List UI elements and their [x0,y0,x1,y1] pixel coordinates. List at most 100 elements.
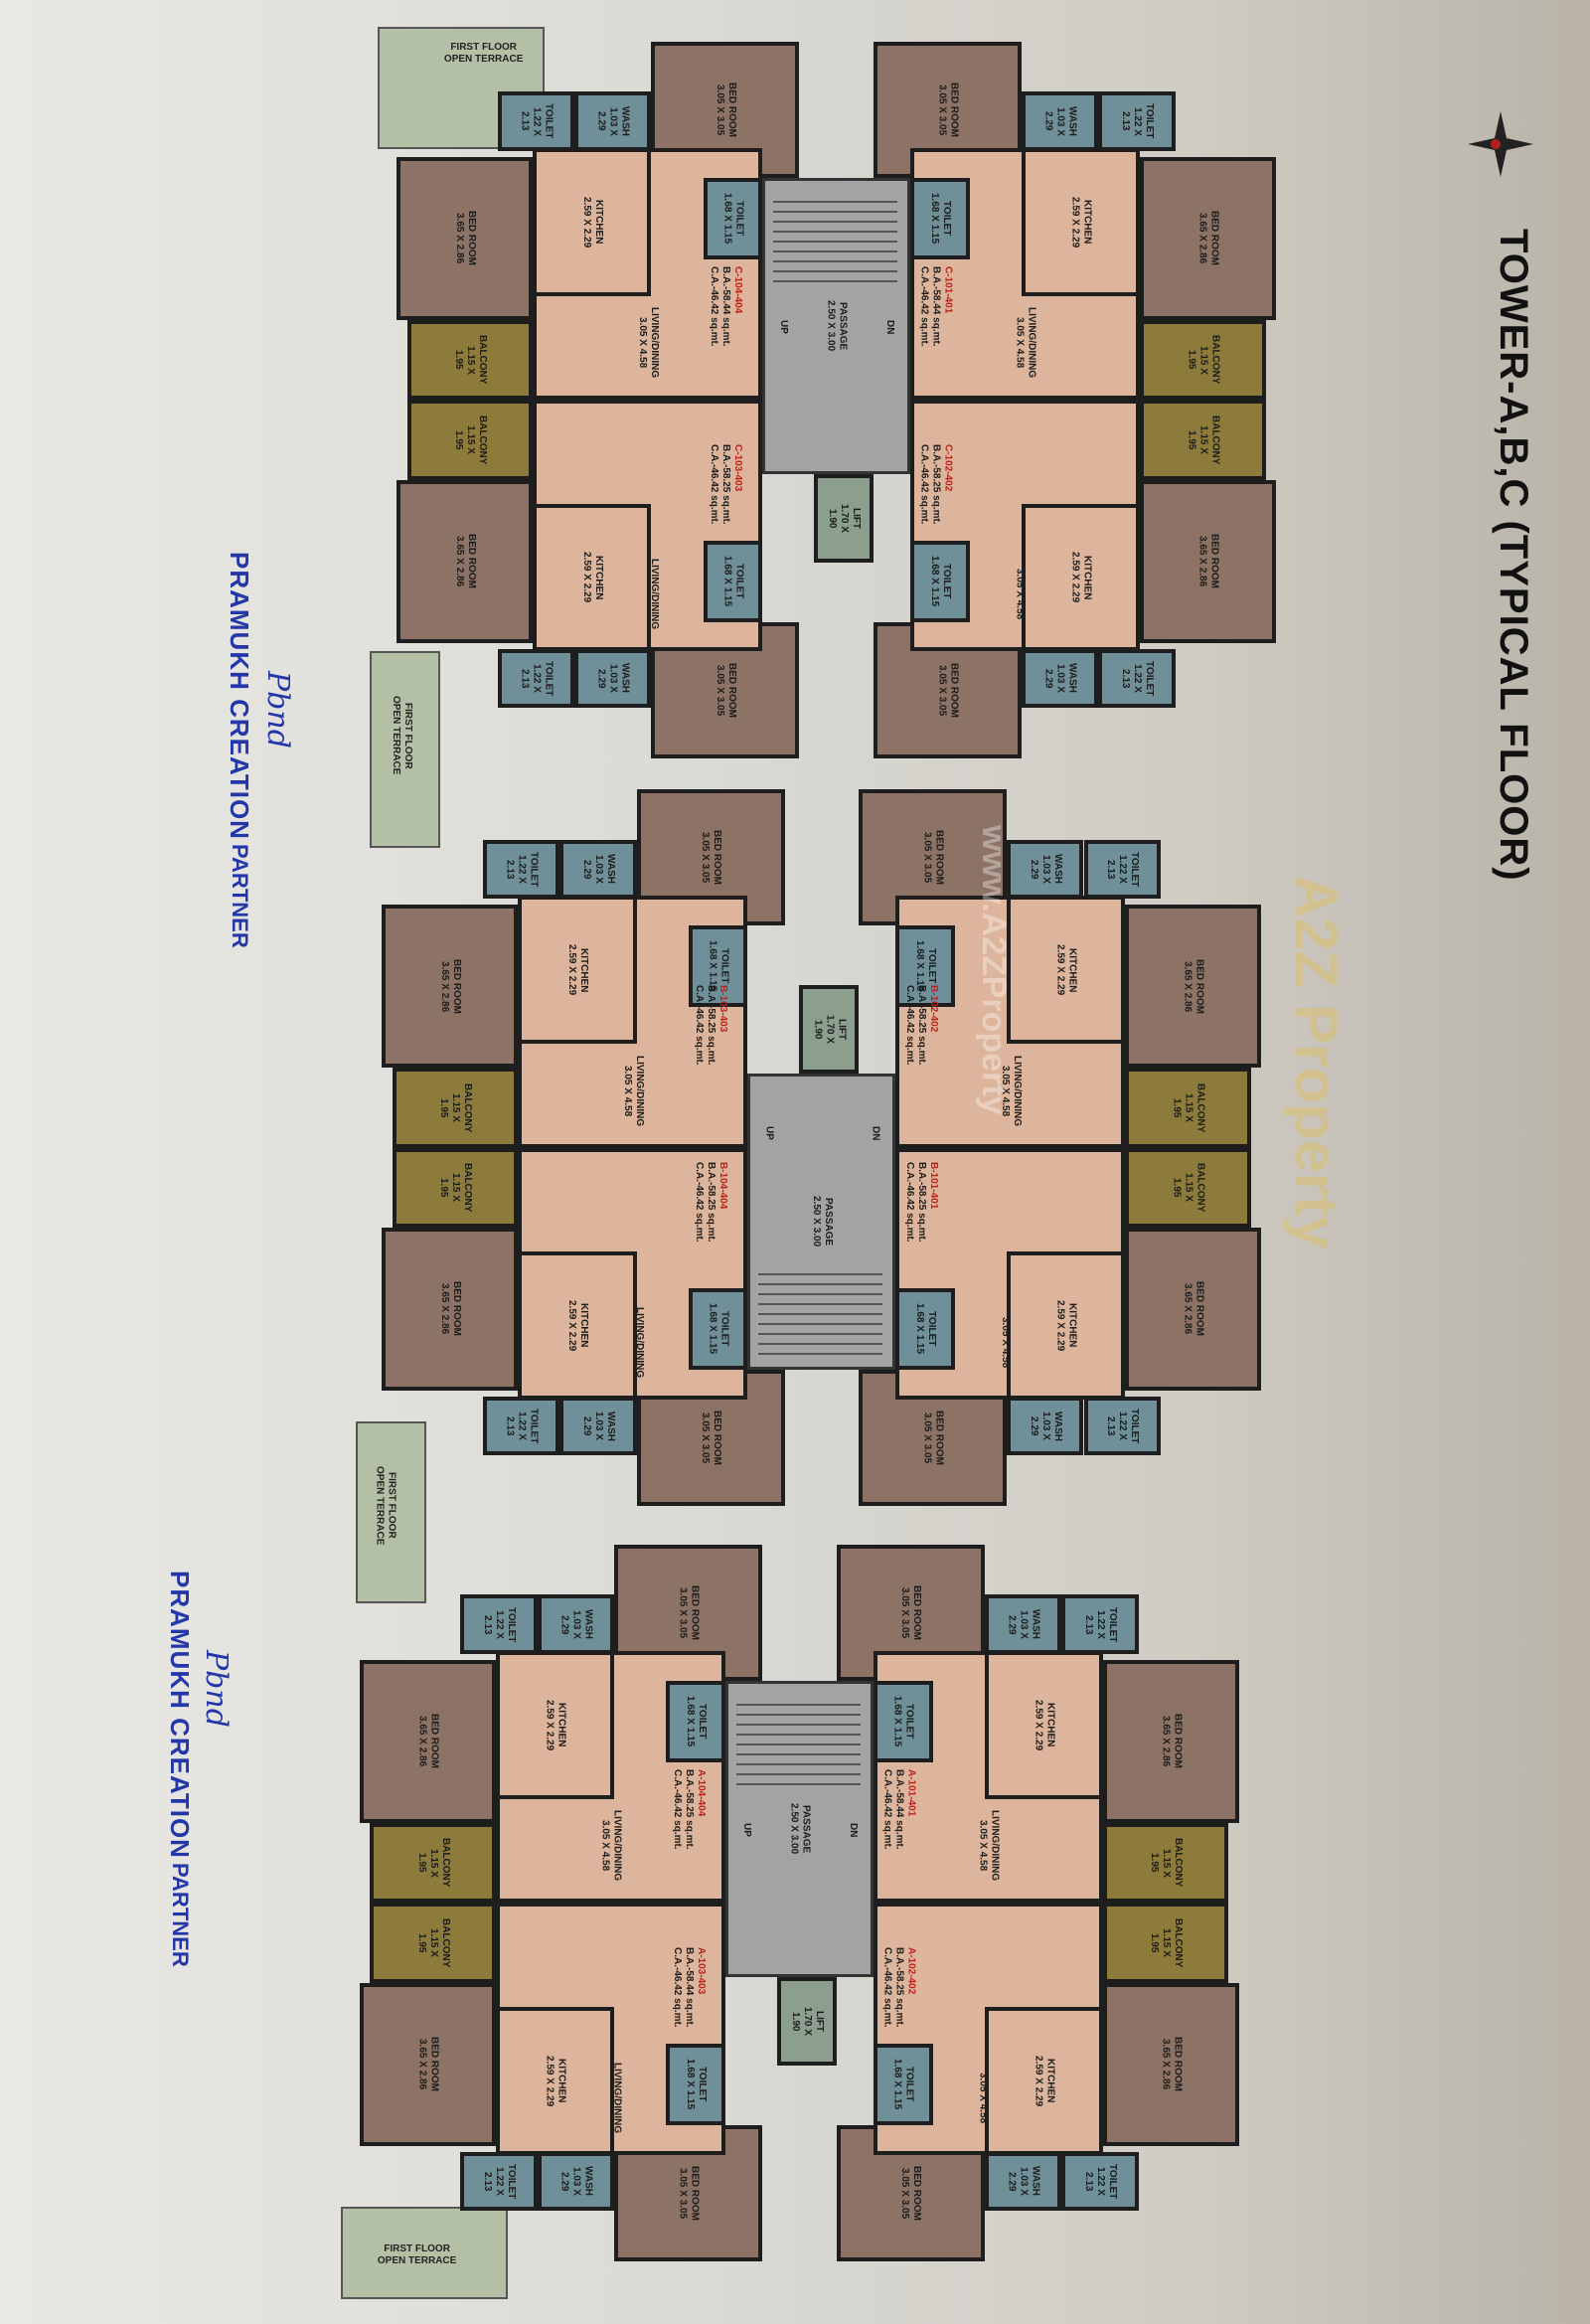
unit-id: B-101-401 [927,1162,939,1210]
room-toilet-in: TOILET 1.68 X 1.15 [666,2043,725,2125]
room-label: KITCHEN 2.59 X 2.29 [1033,2055,1056,2106]
stair-down-label: DN [870,1126,881,1141]
built-area: B.A.-58.44 sq.mt. [893,1769,905,1850]
room-balcony: BALCONY 1.15 X 1.95 [1140,319,1266,401]
room-label: TOILET 1.22 X 2.13 [482,1606,518,1642]
room-label: BED ROOM 3.05 X 3.05 [921,830,945,886]
open-terrace [370,651,441,849]
room-wash: WASH 1.03 X 2.29 [574,648,652,709]
lift: LIFT 1.70 X 1.90 [814,473,874,564]
room-kitchen: KITCHEN 2.59 X 2.29 [518,896,637,1045]
room-label: TOILET 1.68 X 1.15 [721,556,745,607]
stair-step [735,1743,862,1745]
room-toilet-out: TOILET 1.22 X 2.13 [482,839,560,900]
room-label: KITCHEN 2.59 X 2.29 [1054,944,1078,996]
terrace-label: FIRST FLOOR OPEN TERRACE [390,696,413,775]
room-label: LIVING/DINING 3.05 X 4.58 [999,1055,1023,1126]
room-kitchen: KITCHEN 2.59 X 2.29 [533,147,652,296]
stair-step [773,220,898,223]
room-label: KITCHEN 2.59 X 2.29 [580,552,604,603]
room-label: BED ROOM 3.65 X 2.86 [1160,1714,1184,1769]
room-label: BED ROOM 3.65 X 2.86 [1182,958,1205,1014]
room-toilet-out: TOILET 1.22 X 2.13 [497,91,574,151]
room-label: BED ROOM 3.05 X 3.05 [936,662,960,718]
room-toilet-out: TOILET 1.22 X 2.13 [1083,1396,1161,1456]
unit-id: A-104-404 [695,1769,707,1817]
room-toilet-in: TOILET 1.68 X 1.15 [703,177,763,259]
room-toilet-in: TOILET 1.68 X 1.15 [873,1680,933,1762]
room-label: LIVING/DINING 3.05 X 4.58 [1014,307,1037,379]
room-bed-large: BED ROOM 3.65 X 2.86 [1140,479,1277,643]
signature: Pbnd [260,671,295,748]
room-label: KITCHEN 2.59 X 2.29 [1069,552,1093,603]
room-label: KITCHEN 2.59 X 2.29 [544,2055,567,2106]
room-label: BED ROOM 3.65 X 2.86 [1160,2037,1184,2092]
room-label: TOILET 1.22 X 2.13 [482,2163,518,2200]
stamp-role: PARTNER [168,1863,193,1968]
room-label: TOILET 1.22 X 2.13 [1082,2163,1118,2200]
room-toilet-in: TOILET 1.68 X 1.15 [703,540,763,622]
room-label: BALCONY 1.15 X 1.95 [438,1082,474,1133]
lift: LIFT 1.70 X 1.90 [777,1976,837,2067]
unit-id: A-101-401 [905,1769,917,1817]
built-area: B.A.-58.25 sq.mt. [720,443,732,525]
lift-label: LIFT 1.70 X 1.90 [789,2007,825,2036]
room-wash: WASH 1.03 X 2.29 [1007,839,1084,900]
room-toilet-out: TOILET 1.22 X 2.13 [482,1396,560,1456]
unit-id: B-104-404 [717,1162,729,1210]
room-label: TOILET 1.68 X 1.15 [891,2059,915,2110]
room-balcony: BALCONY 1.15 X 1.95 [1102,1903,1229,1983]
room-label: BED ROOM 3.05 X 3.05 [921,1411,945,1466]
room-label: TOILET 1.68 X 1.15 [685,1696,709,1747]
open-terrace [377,26,545,149]
room-kitchen: KITCHEN 2.59 X 2.29 [984,2006,1103,2155]
room-label: BED ROOM 3.05 X 3.05 [700,1411,723,1466]
room-bed-large: BED ROOM 3.65 X 2.86 [1102,1982,1239,2146]
room-wash: WASH 1.03 X 2.29 [559,1396,637,1456]
room-label: TOILET 1.22 X 2.13 [1105,1408,1141,1444]
stair-up-label: UP [763,1126,775,1140]
carpet-area: C.A.-46.42 sq.mt. [694,1162,706,1244]
carpet-area: C.A.-46.42 sq.mt. [671,1769,683,1850]
stair-step [758,1333,883,1335]
room-toilet-out: TOILET 1.22 X 2.13 [1061,2151,1139,2212]
partner-stamp: PRAMUKH CREATION PARTNER [164,1571,195,1967]
room-label: TOILET 1.68 X 1.15 [721,193,745,245]
room-label: BED ROOM 3.05 X 3.05 [899,2165,923,2221]
stair-up-label: UP [740,1822,752,1837]
room-label: LIVING/DINING 3.05 X 4.58 [977,1810,1001,1882]
unit-id: C-104-404 [732,266,744,314]
room-label: TOILET 1.22 X 2.13 [1105,851,1141,888]
room-kitchen: KITCHEN 2.59 X 2.29 [496,2006,615,2155]
carpet-area: C.A.-46.42 sq.mt. [694,984,706,1066]
carpet-area: C.A.-46.42 sq.mt. [709,443,720,525]
built-area: B.A.-58.25 sq.mt. [683,1769,695,1850]
stair-step [758,1343,883,1345]
unit-id: A-102-402 [905,1947,917,1995]
room-balcony: BALCONY 1.15 X 1.95 [406,319,534,401]
room-label: KITCHEN 2.59 X 2.29 [1069,196,1093,249]
stair-step [758,1353,883,1355]
room-toilet-in: TOILET 1.68 X 1.15 [895,925,955,1008]
stair-step [735,1703,862,1706]
room-label: WASH 1.03 X 2.29 [558,1609,594,1640]
unit-id: B-103-403 [717,984,729,1032]
partner-stamp: PRAMUKH CREATION PARTNER [224,552,254,948]
carpet-area: C.A.-46.42 sq.mt. [881,1947,893,2028]
room-label: KITCHEN 2.59 X 2.29 [1054,1299,1078,1351]
room-wash: WASH 1.03 X 2.29 [574,91,652,151]
carpet-area: C.A.-46.42 sq.mt. [918,266,930,347]
room-kitchen: KITCHEN 2.59 X 2.29 [496,1651,615,1800]
room-label: TOILET 1.68 X 1.15 [914,940,938,992]
room-label: BED ROOM 3.05 X 3.05 [700,830,723,886]
room-toilet-in: TOILET 1.68 X 1.15 [688,1288,748,1370]
built-area: B.A.-58.25 sq.mt. [915,984,927,1066]
room-label: BED ROOM 3.65 X 2.86 [453,211,477,266]
stair-step [773,249,898,252]
room-label: WASH 1.03 X 2.29 [1006,1609,1041,1640]
room-label: BED ROOM 3.65 X 2.86 [438,958,462,1014]
